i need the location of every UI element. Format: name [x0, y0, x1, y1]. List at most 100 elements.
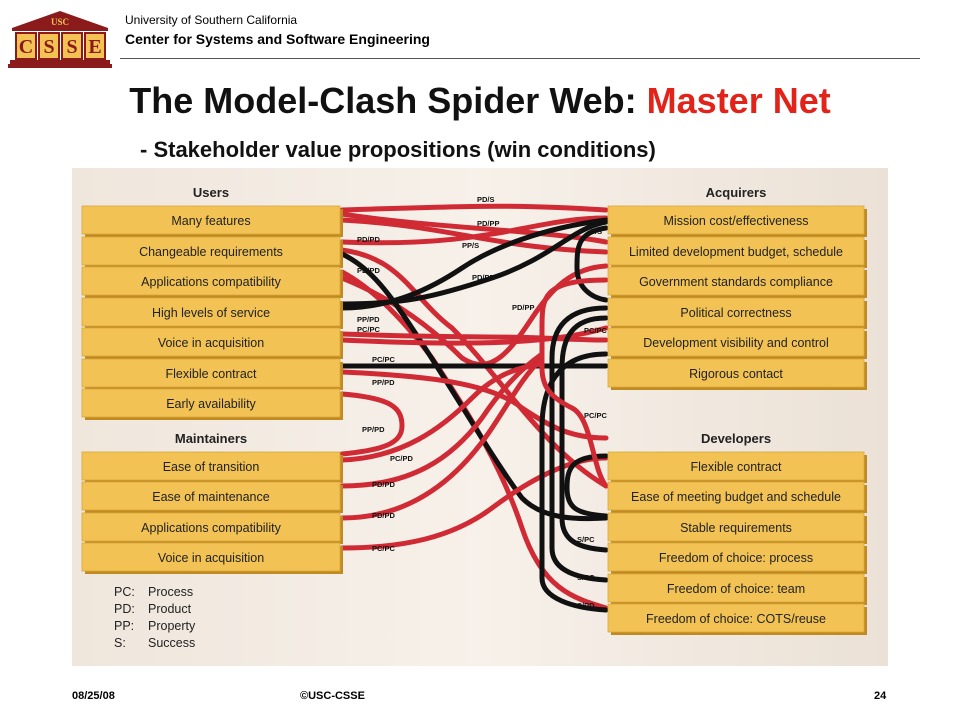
footer-date: 08/25/08 — [72, 690, 115, 702]
link-label: S/PC — [577, 535, 595, 544]
developers-item-label: Ease of meeting budget and schedule — [631, 490, 841, 504]
maintainers-item-label: Voice in acquisition — [158, 551, 264, 565]
users-item-box — [81, 297, 341, 327]
users-item-box — [81, 205, 341, 235]
users-item-label: Early availability — [166, 397, 256, 411]
legend-abbr: PP: — [114, 619, 134, 633]
developers-item-box — [607, 451, 865, 481]
acquirers-item-box — [607, 297, 865, 327]
users-item-label: Voice in acquisition — [158, 336, 264, 350]
logo-letter: C — [19, 36, 33, 58]
link-label: PC/PC — [372, 355, 396, 364]
slide-title: The Model-Clash Spider Web: Master Net — [0, 80, 960, 122]
footer-copyright: ©USC-CSSE — [300, 690, 365, 702]
link-line — [339, 211, 609, 245]
title-accent: Master Net — [646, 80, 831, 121]
maintainers-item-label: Ease of transition — [163, 460, 260, 474]
developers-item-box — [607, 603, 865, 633]
acquirers-item-box — [607, 205, 865, 235]
maintainers-item-box — [81, 542, 341, 572]
link-label: PD/PP — [472, 273, 495, 282]
developers-item-label: Freedom of choice: process — [659, 551, 813, 565]
developers-item-box — [607, 542, 865, 572]
legend-meaning: Process — [148, 585, 193, 599]
link-line — [339, 215, 609, 246]
link-label: PP/S — [462, 241, 479, 250]
legend-meaning: Success — [148, 636, 195, 650]
legend-abbr: PD: — [114, 602, 135, 616]
maintainers-item-box — [81, 451, 341, 481]
link-label: S/S — [590, 227, 602, 236]
link-label: PC/PC — [584, 326, 608, 335]
users-item-box — [81, 327, 341, 357]
users-item-box — [81, 236, 341, 266]
link-line — [339, 351, 545, 489]
acquirers-item-label: Limited development budget, schedule — [629, 245, 843, 259]
link-line — [339, 203, 609, 213]
link-line — [339, 247, 609, 489]
maintainers-item-box — [81, 512, 341, 542]
link-label: PD/PD — [372, 511, 396, 520]
link-label: PP/PD — [372, 378, 395, 387]
link-label: PC/PC — [584, 411, 608, 420]
maintainers-group-title: Maintainers — [175, 431, 247, 446]
slide-subtitle: - Stakeholder value propositions (win co… — [140, 137, 656, 162]
users-item-label: Applications compatibility — [141, 275, 281, 289]
link-line — [574, 225, 609, 303]
legend-meaning: Property — [148, 619, 196, 633]
center-name: Center for Systems and Software Engineer… — [125, 31, 430, 47]
developers-item-box — [607, 481, 865, 511]
acquirers-item-box — [607, 358, 865, 388]
legend-abbr: PC: — [114, 585, 135, 599]
maintainers-item-label: Applications compatibility — [141, 521, 281, 535]
legend-meaning: Product — [148, 602, 192, 616]
maintainers-item-label: Ease of maintenance — [152, 490, 269, 504]
link-label: S/PC — [577, 573, 595, 582]
link-line — [539, 277, 609, 489]
logo-letter: S — [43, 36, 54, 58]
link-label: PD/PP — [512, 303, 535, 312]
svg-text:USC: USC — [51, 17, 69, 27]
link-line — [539, 351, 609, 613]
users-item-box — [81, 388, 341, 418]
acquirers-item-label: Rigorous contact — [689, 367, 783, 381]
university-name: University of Southern California — [125, 13, 298, 27]
link-line — [339, 331, 609, 343]
developers-item-label: Freedom of choice: team — [667, 582, 805, 596]
developers-item-box — [607, 512, 865, 542]
acquirers-item-box — [607, 236, 865, 266]
users-item-label: Changeable requirements — [139, 245, 283, 259]
link-line — [339, 217, 609, 311]
title-main: The Model-Clash Spider Web: — [129, 80, 647, 121]
acquirers-item-box — [607, 266, 865, 296]
link-line — [549, 305, 609, 583]
link-label: PC/PC — [372, 544, 396, 553]
link-line — [564, 453, 609, 519]
users-item-box — [81, 266, 341, 296]
link-label: S/PD — [577, 601, 595, 610]
link-label: PD/PD — [372, 480, 396, 489]
link-line — [339, 391, 405, 457]
acquirers-item-label: Mission cost/effectiveness — [664, 214, 809, 228]
footer-page-number: 24 — [874, 690, 887, 702]
developers-item-label: Freedom of choice: COTS/reuse — [646, 612, 826, 626]
users-item-box — [81, 358, 341, 388]
developers-item-label: Flexible contract — [690, 460, 782, 474]
link-label: PD/PD — [357, 266, 381, 275]
link-line — [339, 361, 545, 463]
developers-item-box — [607, 573, 865, 603]
acquirers-item-label: Political correctness — [680, 306, 791, 320]
logo-letter: S — [66, 36, 77, 58]
acquirers-group-title: Acquirers — [706, 185, 767, 200]
acquirers-item-label: Development visibility and control — [643, 336, 829, 350]
users-item-label: Many features — [171, 214, 250, 228]
users-group-title: Users — [193, 185, 229, 200]
developers-group-title: Developers — [701, 431, 771, 446]
developers-item-label: Stable requirements — [680, 521, 792, 535]
link-label: PD/PD — [357, 235, 381, 244]
link-label: PP/PD — [357, 315, 380, 324]
link-label: PP/PD — [362, 425, 385, 434]
link-label: PC/PC — [357, 325, 381, 334]
acquirers-item-box — [607, 327, 865, 357]
